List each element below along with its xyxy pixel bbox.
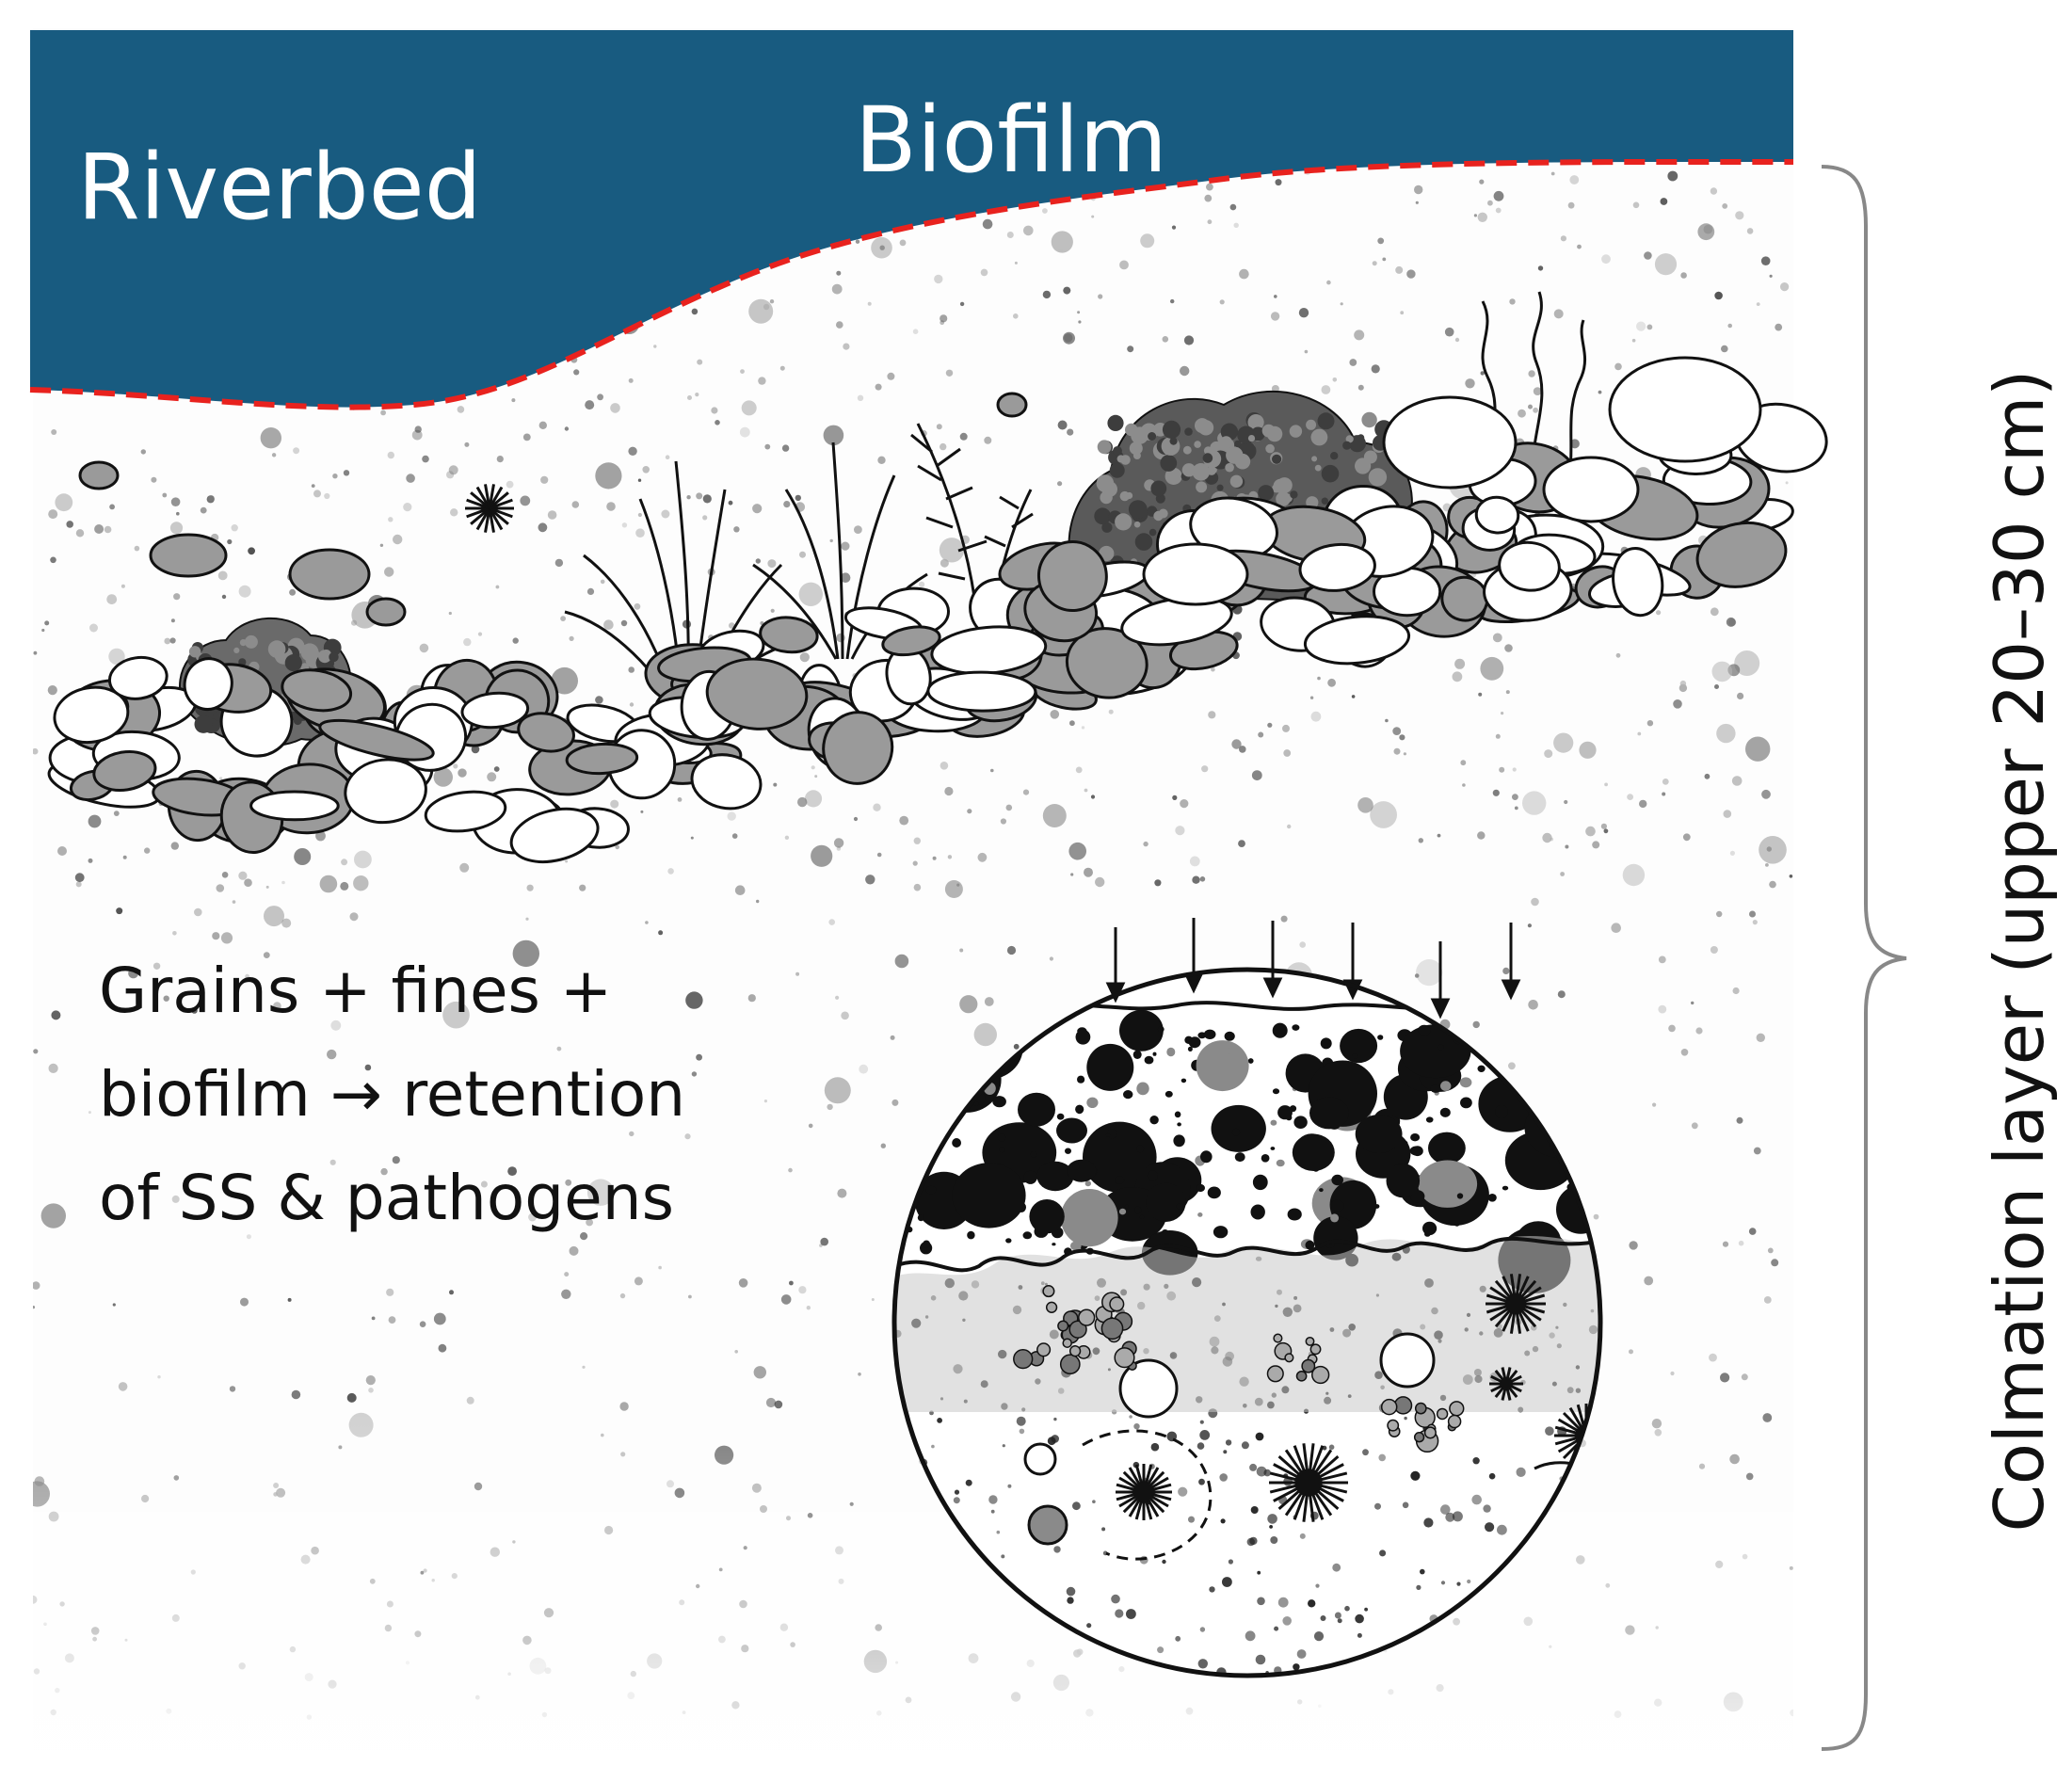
arrow	[1501, 923, 1521, 1001]
spiky-plant	[752, 441, 928, 660]
inset-outline	[891, 967, 1603, 1678]
description-line-2: biofilm → retention	[99, 1058, 685, 1131]
arrow	[1262, 921, 1283, 999]
description-line-3: of SS & pathogens	[99, 1162, 674, 1234]
pebble-band	[47, 356, 1828, 863]
description-line-1: Grains + fines +	[99, 955, 612, 1027]
biofilm-label: Biofilm	[855, 88, 1167, 193]
urchin	[465, 484, 514, 533]
colmation-bracket	[1821, 165, 1907, 1751]
inset-biofilm-line	[894, 1236, 1600, 1273]
riverbed-label: Riverbed	[77, 135, 482, 240]
colmation-layer-label: Colmation layer (upper 20–30 cm)	[1980, 370, 2059, 1533]
biofilm-interface-line	[29, 158, 1794, 410]
riverbed-water	[30, 30, 1793, 408]
arrow	[1430, 941, 1451, 1019]
